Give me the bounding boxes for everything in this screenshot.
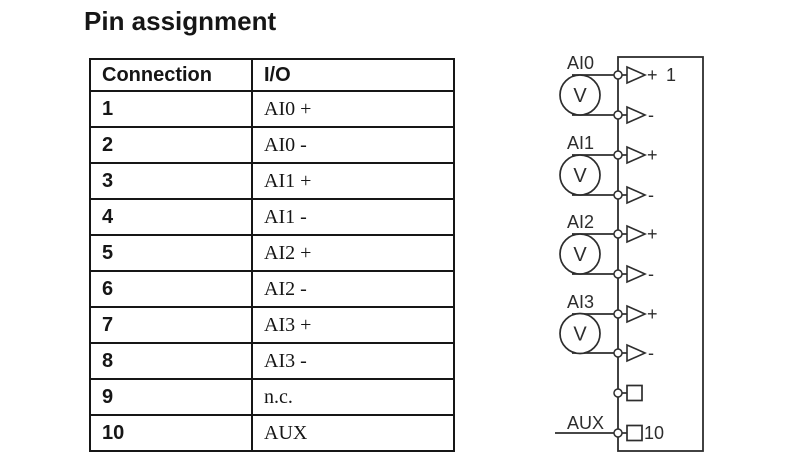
connection-cell: 3 xyxy=(89,162,253,200)
pin1-contact-icon xyxy=(613,70,623,80)
pin2-triangle-icon xyxy=(626,105,647,125)
channel-ai3-label: AI3 xyxy=(567,292,594,312)
connection-cell: 2 xyxy=(89,126,253,164)
pin6-minus-sign: - xyxy=(648,264,654,284)
pin7-contact-icon xyxy=(613,309,623,319)
io-cell: AI0 - xyxy=(251,126,455,164)
pin-assignment-table: Connection I/O 1 AI0 + 2 AI0 - 3 AI1 + 4… xyxy=(89,58,455,452)
pin1-plus-sign: + xyxy=(647,65,658,85)
pin6-triangle-icon xyxy=(626,264,647,284)
table-row: 7 AI3 + xyxy=(89,306,455,344)
pin1-number: 1 xyxy=(666,65,676,85)
connection-cell: 6 xyxy=(89,270,253,308)
channel-ai2: AI2 V + - xyxy=(559,212,658,284)
voltmeter-circle-ai1 xyxy=(559,154,601,196)
table-row: 3 AI1 + xyxy=(89,162,455,200)
voltmeter-symbol-ai3: V xyxy=(573,324,587,346)
voltmeter-symbol-ai1: V xyxy=(573,165,587,187)
pin9-group xyxy=(613,384,643,402)
connection-cell: 9 xyxy=(89,378,253,416)
table-row: 10 AUX xyxy=(89,414,455,452)
io-cell: AI0 + xyxy=(251,90,455,128)
table-row: 6 AI2 - xyxy=(89,270,455,308)
channel-ai0: AI0 V + 1 - xyxy=(559,53,676,125)
io-cell: AI1 - xyxy=(251,198,455,236)
pin7-plus-sign: + xyxy=(647,304,658,324)
voltmeter-circle-ai2 xyxy=(559,233,601,275)
voltmeter-symbol-ai0: V xyxy=(573,85,587,107)
table-row: 8 AI3 - xyxy=(89,342,455,380)
io-cell: AI2 + xyxy=(251,234,455,272)
io-cell: AUX xyxy=(251,414,455,452)
page-title: Pin assignment xyxy=(84,6,277,36)
table-row: 5 AI2 + xyxy=(89,234,455,272)
pin8-triangle-icon xyxy=(626,343,647,363)
connection-cell: 7 xyxy=(89,306,253,344)
pin10-contact-icon xyxy=(613,428,623,438)
io-cell: n.c. xyxy=(251,378,455,416)
io-cell: AI3 - xyxy=(251,342,455,380)
voltmeter-circle-ai0 xyxy=(559,74,601,116)
channel-ai0-label: AI0 xyxy=(567,53,594,73)
pin9-square-icon xyxy=(626,384,643,402)
pin10-square-icon xyxy=(626,424,643,442)
pin3-triangle-icon xyxy=(626,145,647,165)
connection-cell: 10 xyxy=(89,414,253,452)
pin4-minus-sign: - xyxy=(648,185,654,205)
pin10-number: 10 xyxy=(644,423,664,443)
table-row: 4 AI1 - xyxy=(89,198,455,236)
connection-cell: 1 xyxy=(89,90,253,128)
connection-cell: 8 xyxy=(89,342,253,380)
pin8-contact-icon xyxy=(613,348,623,358)
col-header-io: I/O xyxy=(251,58,455,92)
col-header-connection: Connection xyxy=(89,58,253,92)
connection-cell: 4 xyxy=(89,198,253,236)
table-header-row: Connection I/O xyxy=(89,58,455,92)
pin8-minus-sign: - xyxy=(648,343,654,363)
voltmeter-circle-ai3 xyxy=(559,312,601,355)
connection-cell: 5 xyxy=(89,234,253,272)
table-row: 9 n.c. xyxy=(89,378,455,416)
pin2-minus-sign: - xyxy=(648,105,654,125)
pin1-triangle-icon xyxy=(626,65,647,85)
pin6-contact-icon xyxy=(613,269,623,279)
io-cell: AI2 - xyxy=(251,270,455,308)
pin4-contact-icon xyxy=(613,190,623,200)
pin5-contact-icon xyxy=(613,229,623,239)
channel-ai1: AI1 V + - xyxy=(559,133,658,205)
terminal-wiring-diagram: AI0 V + 1 - AI1 V + xyxy=(555,53,704,452)
pin10-group: AUX 10 xyxy=(555,413,664,443)
voltmeter-symbol-ai2: V xyxy=(573,244,587,266)
pin3-plus-sign: + xyxy=(647,145,658,165)
io-cell: AI1 + xyxy=(251,162,455,200)
channel-ai3: AI3 V + - xyxy=(559,292,658,363)
pin9-contact-icon xyxy=(613,388,623,398)
table-row: 2 AI0 - xyxy=(89,126,455,164)
aux-label: AUX xyxy=(567,413,604,433)
pin5-plus-sign: + xyxy=(647,224,658,244)
pin7-triangle-icon xyxy=(626,304,647,324)
pin2-contact-icon xyxy=(613,110,623,120)
pin4-triangle-icon xyxy=(626,185,647,205)
channel-ai1-label: AI1 xyxy=(567,133,594,153)
terminal-module-outline xyxy=(617,56,704,452)
pin3-contact-icon xyxy=(613,150,623,160)
table-row: 1 AI0 + xyxy=(89,90,455,128)
io-cell: AI3 + xyxy=(251,306,455,344)
channel-ai2-label: AI2 xyxy=(567,212,594,232)
pin5-triangle-icon xyxy=(626,224,647,244)
